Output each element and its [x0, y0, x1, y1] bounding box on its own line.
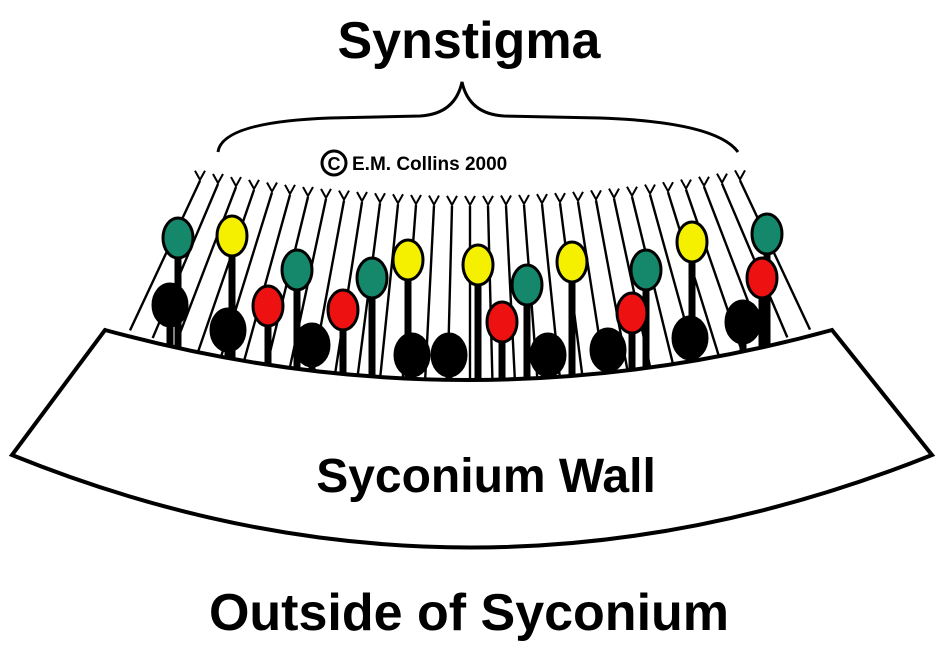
- stigma-tip: [231, 177, 241, 186]
- stigma-tip: [735, 170, 745, 179]
- stigma-tip: [375, 193, 385, 202]
- stigma-tip: [519, 195, 529, 204]
- yellow-ovary: [557, 242, 587, 282]
- green-ovary: [357, 258, 387, 298]
- green-ovary: [282, 250, 312, 290]
- stigma-tip: [249, 180, 259, 189]
- green-ovary: [512, 265, 542, 305]
- copyright-symbol: C: [328, 154, 341, 174]
- syconium-wall: [12, 330, 932, 548]
- stigma-tip: [411, 195, 421, 204]
- diagram-title: Synstigma: [338, 12, 602, 70]
- stigma-tip: [447, 196, 457, 205]
- black-ovary: [295, 324, 329, 366]
- green-ovary: [163, 218, 193, 258]
- stigma-tip: [681, 180, 691, 189]
- stigma-tip: [285, 185, 295, 194]
- stigma-tip: [213, 174, 223, 183]
- stigma-tip: [717, 174, 727, 183]
- stigma-tip: [339, 191, 349, 200]
- stigma-tip: [573, 192, 583, 201]
- stigma-tip: [591, 190, 601, 199]
- black-ovary: [395, 334, 429, 376]
- red-ovary: [617, 293, 647, 333]
- black-ovary: [673, 317, 707, 359]
- black-ovary: [432, 334, 466, 376]
- style-stalk: [488, 206, 493, 390]
- stigma-tip: [303, 187, 313, 196]
- red-ovary: [253, 286, 283, 326]
- yellow-ovary: [677, 222, 707, 262]
- stigma-tip: [267, 182, 277, 191]
- black-ovary: [591, 329, 625, 371]
- red-ovary: [747, 258, 777, 298]
- yellow-ovary: [217, 216, 247, 256]
- stigma-tip: [429, 196, 439, 205]
- stigma-tip: [627, 187, 637, 196]
- stigma-tip: [645, 185, 655, 194]
- yellow-ovary: [393, 240, 423, 280]
- copyright-text: E.M. Collins 2000: [352, 154, 507, 175]
- stigma-tip: [537, 194, 547, 203]
- red-ovary: [328, 290, 358, 330]
- black-ovary: [211, 309, 245, 351]
- syconium-wall-label: Syconium Wall: [316, 450, 656, 503]
- green-ovary: [752, 214, 782, 254]
- stigma-tip: [465, 196, 475, 205]
- stigma-tip: [321, 189, 331, 198]
- black-ovary: [531, 334, 565, 376]
- synstigma-brace: [218, 82, 738, 152]
- black-ovary: [153, 284, 187, 326]
- stigma-tip: [609, 189, 619, 198]
- stigma-tip: [555, 193, 565, 202]
- stigma-tip: [501, 196, 511, 205]
- green-ovary: [631, 250, 661, 290]
- stigma-tip: [699, 177, 709, 186]
- black-ovary: [726, 301, 760, 343]
- stigma-tip: [483, 196, 493, 205]
- stigma-tip: [357, 192, 367, 201]
- red-ovary: [487, 302, 517, 342]
- yellow-ovary: [463, 245, 493, 285]
- stigma-tip: [393, 194, 403, 203]
- copyright-notice: C E.M. Collins 2000: [322, 151, 507, 175]
- stigma-tip: [663, 182, 673, 191]
- outside-label: Outside of Syconium: [209, 584, 729, 642]
- stigma-tip: [195, 171, 205, 180]
